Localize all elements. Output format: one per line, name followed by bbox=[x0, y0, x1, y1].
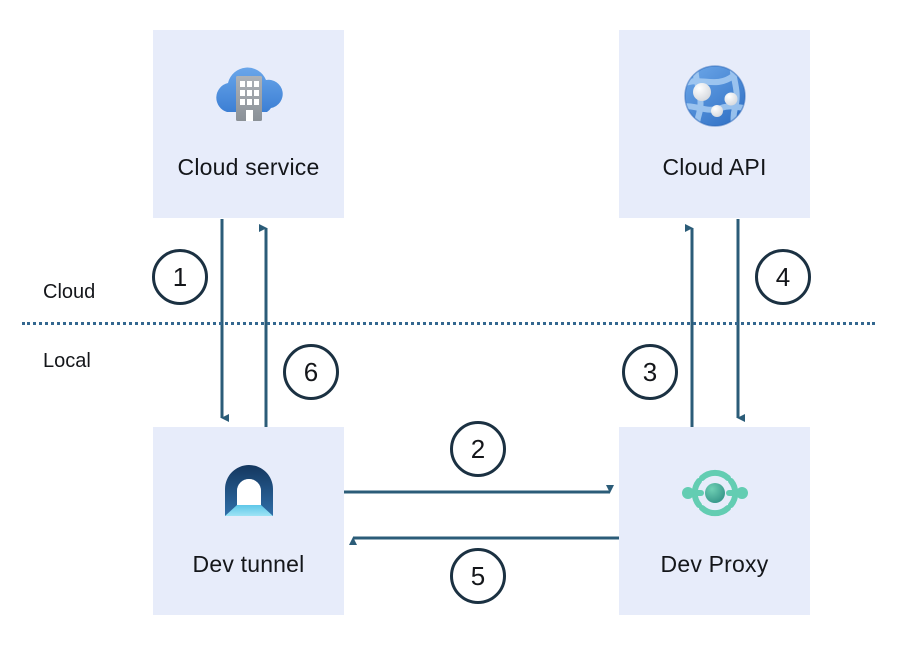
zone-label-cloud: Cloud bbox=[43, 281, 96, 303]
step-circle-3[interactable]: 3 bbox=[622, 344, 678, 400]
node-dev-tunnel[interactable]: Dev tunnel bbox=[153, 427, 344, 615]
tunnel-icon bbox=[209, 453, 289, 533]
step-circle-5[interactable]: 5 bbox=[450, 548, 506, 604]
zone-label-local: Local bbox=[43, 350, 91, 372]
node-label-dev-tunnel: Dev tunnel bbox=[192, 551, 305, 577]
node-label-dev-proxy: Dev Proxy bbox=[660, 551, 769, 577]
proxy-target-icon bbox=[675, 453, 755, 533]
cloud-building-icon bbox=[209, 56, 289, 136]
step-circle-1[interactable]: 1 bbox=[152, 249, 208, 305]
step-circle-6[interactable]: 6 bbox=[283, 344, 339, 400]
globe-network-icon bbox=[675, 56, 755, 136]
node-cloud-api[interactable]: Cloud API bbox=[619, 30, 810, 218]
node-label-cloud-api: Cloud API bbox=[662, 154, 767, 180]
cloud-local-divider bbox=[22, 322, 875, 325]
step-circle-4[interactable]: 4 bbox=[755, 249, 811, 305]
node-cloud-service[interactable]: Cloud service bbox=[153, 30, 344, 218]
node-dev-proxy[interactable]: Dev Proxy bbox=[619, 427, 810, 615]
node-label-cloud-service: Cloud service bbox=[177, 154, 320, 180]
step-circle-2[interactable]: 2 bbox=[450, 421, 506, 477]
